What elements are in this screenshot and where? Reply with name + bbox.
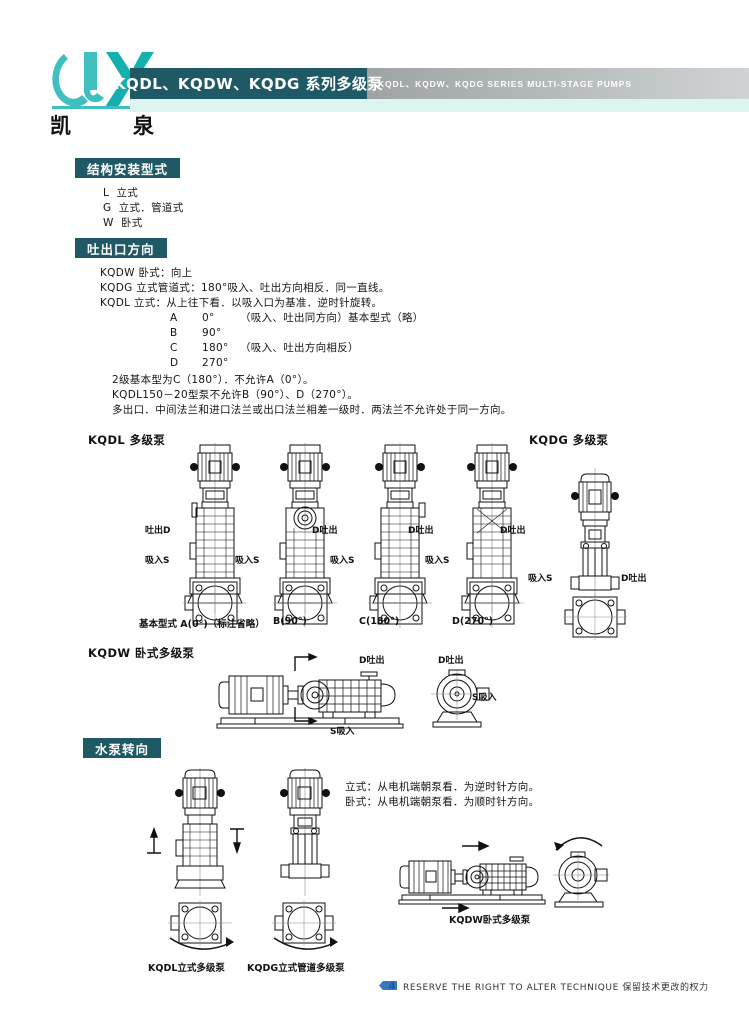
rotation-arrow-right-kqdl [228,825,248,855]
kqdl-base-flange-a [183,578,247,628]
kqdg-discharge-label: D吐出 [621,574,647,584]
footer-notice: RESERVE THE RIGHT TO ALTER TECHNIQUE 保留技… [403,983,709,993]
kqdw-flow-arrow-top [293,653,319,673]
header-title-cn: KQDL、KQDW、KQDG 系列多级泵 [114,68,383,99]
structure-item-0: L 立式 [103,187,139,199]
kqdl-base-flange-d [460,578,524,628]
discharge-note-line-0: 2级基本型为C（180°）．不允许A（0°）。 [112,374,314,386]
rotation-line-1: 卧式：从电机端朝泵看．为顺时针方向。 [345,796,540,808]
discharge-angle-0: 0° [202,312,215,324]
structure-item-2: W 卧式 [103,217,143,229]
discharge-line-0: KQDW 卧式：向上 [100,267,193,279]
discharge-note-0: （吸入、吐出同方向）基本型式（略） [240,312,424,324]
rotation-arrow-left-kqdl [145,825,165,855]
discharge-note-line-1: KQDL150－20型泵不允许B（90°）、D（270°）。 [112,389,359,401]
rotation-line-0: 立式：从电机端朝泵看．为逆时针方向。 [345,781,540,793]
kqdl-caption-a: 基本型式 A(0°)（标注省略） [139,619,265,630]
kqdg-base-flange [563,594,627,640]
rotation-kqdw-pump-front [545,848,615,910]
kqdg-diagram-title: KQDG 多级泵 [529,433,609,447]
kqdl-pump-diagram-a [178,443,252,613]
rotation-caption-kqdg: KQDG立式管道多级泵 [247,963,345,974]
kqdw-discharge-side-label: D吐出 [359,656,385,666]
structure-item-1: G 立式．管道式 [103,202,184,214]
kqdl-a-discharge-label: 吐出D [145,526,171,536]
kqdl-diagram-title: KQDL 多级泵 [88,433,166,447]
kqdl-pump-diagram-c [363,443,437,613]
kqdl-a-suction-label: 吸入S [145,556,170,566]
rotation-caption-kqdl: KQDL立式多级泵 [148,963,225,974]
kqdg-pump-diagram [555,468,635,598]
kqdl-c-discharge-label: D吐出 [408,526,434,536]
kqdl-d-discharge-label: D吐出 [500,526,526,536]
kqdl-caption-b: B(90°) [273,616,307,627]
rotation-cw-arrow-kqdw-icon [552,832,608,854]
logo-char-quan: 泉 [133,114,154,138]
rotation-ccw-arrow-kqdg-icon [266,936,344,960]
header-title-en: KQDL、KQDW、KQDG SERIES MULTI-STAGE PUMPS [378,78,632,89]
page-number: 4 [388,980,396,992]
rotation-kqdg-pump [268,768,342,896]
discharge-code-2: C [170,342,178,354]
kqdw-diagram-title: KQDW 卧式多级泵 [88,646,195,660]
rotation-ccw-arrow-kqdl-icon [162,936,240,960]
discharge-code-3: D [170,357,179,369]
discharge-note-line-2: 多出口．中间法兰和进口法兰或出口法兰相差一级时．两法兰不允许处于同一方向。 [112,404,512,416]
page-number-marker-icon [379,981,397,990]
badge-structure-type: 结构安装型式 [75,158,181,178]
kqdl-pump-diagram-d [455,443,529,613]
discharge-note-2: （吸入、吐出方向相反） [240,342,359,354]
rotation-kqdl-pump [163,768,237,896]
badge-pump-rotation: 水泵转向 [83,738,162,758]
logo-char-kai: 凯 [50,114,71,138]
rotation-kqdg-flange [272,900,336,946]
kqdl-base-flange-c [368,578,432,628]
rotation-kqdw-pump-side [398,848,550,908]
kqdw-pump-front-view [425,668,495,730]
kqdl-caption-c: C(180°) [359,616,400,627]
kqdl-b-suction-label: 吸入S [235,556,260,566]
kqdw-suction-side-label: S吸入 [330,727,355,737]
kqdl-caption-d: D(270°) [452,616,494,627]
kqdw-discharge-front-label: D吐出 [438,656,464,666]
discharge-line-2: KQDL 立式：从上往下看．以吸入口为基准．逆时针旋转。 [100,297,383,309]
header-accent-strip [130,99,749,112]
discharge-angle-3: 270° [202,357,229,369]
kqdw-suction-front-label: S吸入 [472,693,497,703]
discharge-line-1: KQDG 立式管道式：180°吸入、吐出方向相反．同一直线。 [100,282,390,294]
discharge-angle-2: 180° [202,342,229,354]
rotation-kqdl-flange [168,900,232,946]
discharge-code-0: A [170,312,178,324]
kqdg-suction-label: 吸入S [528,574,553,584]
rotation-kqdw-arrow-top [460,840,490,852]
kqdw-flow-arrow-bottom [293,705,319,725]
discharge-angle-1: 90° [202,327,222,339]
rotation-kqdw-arrow-bottom [440,902,470,914]
kqdl-d-suction-label: 吸入S [425,556,450,566]
badge-discharge-direction: 吐出口方向 [75,238,167,258]
kqdl-c-suction-label: 吸入S [330,556,355,566]
rotation-caption-kqdw: KQDW卧式多级泵 [449,915,531,926]
kqdl-b-discharge-label: D吐出 [312,526,338,536]
kqdl-base-flange-b [273,578,337,628]
discharge-code-1: B [170,327,178,339]
logo-company-name: 凯 泉 [46,110,158,140]
